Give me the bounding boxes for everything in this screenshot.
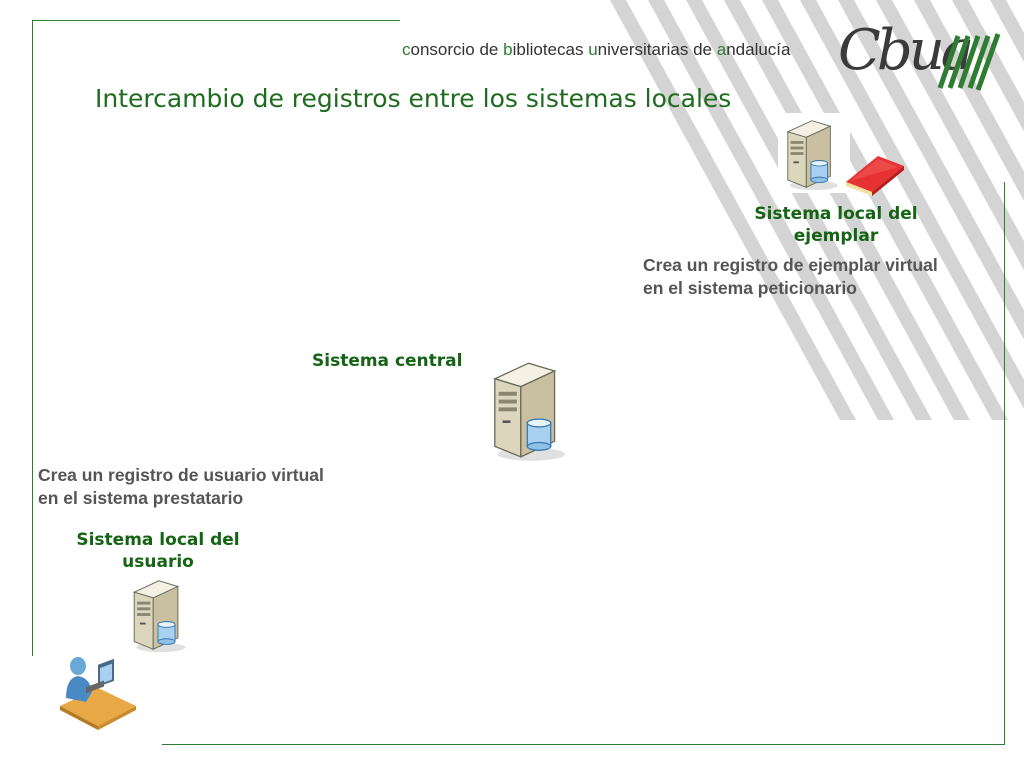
- decorative-stripe: [838, 0, 1024, 340]
- frame-left-line: [32, 20, 33, 656]
- user-system-label: Sistema local del usuario: [76, 530, 240, 572]
- server-icon: [494, 362, 566, 462]
- user-system-description: Crea un registro de usuario virtual en e…: [38, 465, 324, 508]
- decorative-stripe: [762, 0, 1008, 420]
- decorative-stripe: [686, 0, 932, 420]
- server-icon: [787, 120, 838, 191]
- decorative-stripe: [610, 0, 856, 420]
- item-system-description: Crea un registro de ejemplar virtual en …: [643, 255, 938, 298]
- central-system-label: Sistema central: [312, 351, 463, 371]
- user-at-computer-icon: [60, 657, 136, 730]
- item-system-label: Sistema local del ejemplar: [754, 204, 918, 246]
- decorative-stripe: [648, 0, 894, 420]
- cbua-logo-mark: [937, 33, 1001, 91]
- decorative-stripe: [800, 0, 1024, 410]
- book-icon: [846, 156, 904, 196]
- decorative-stripe: [914, 0, 1024, 201]
- server-icon: [133, 580, 186, 653]
- frame-right-line: [1004, 182, 1005, 744]
- decorative-stripe: [990, 0, 1024, 63]
- organization-name: consorcio de bibliotecas universitarias …: [402, 40, 791, 59]
- frame-bottom-line: [162, 744, 1005, 745]
- decorative-stripe: [724, 0, 970, 420]
- slide-title: Intercambio de registros entre los siste…: [95, 84, 732, 113]
- decorative-stripe: [876, 0, 1024, 271]
- frame-top-line: [32, 20, 400, 21]
